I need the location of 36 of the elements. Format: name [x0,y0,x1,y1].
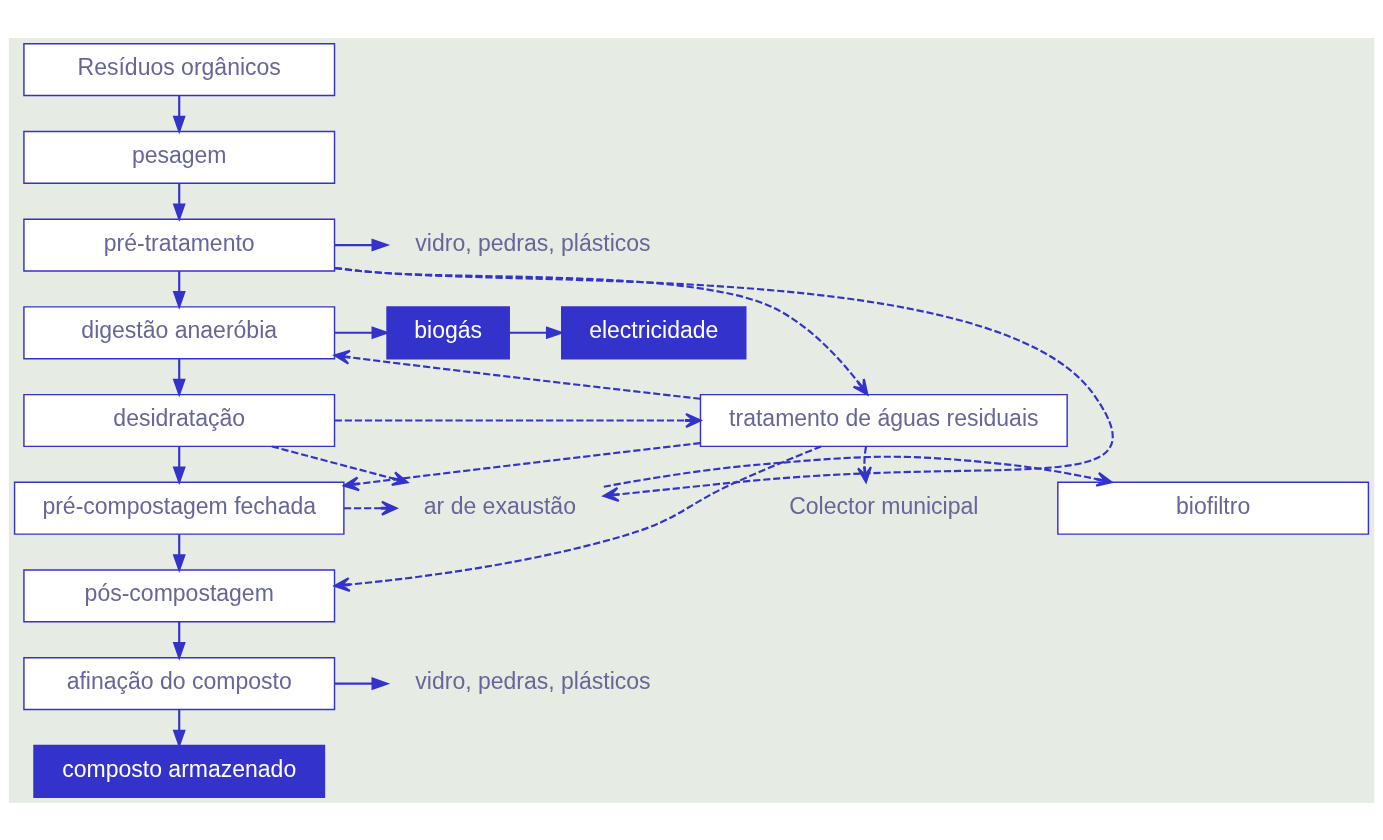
arrow [603,455,1113,488]
node-box: electricidade [561,305,747,359]
node-box: Resíduos orgânicos [23,42,336,96]
node-box: afinação do composto [23,656,336,710]
node-box: pré-compostagem fechada [13,481,345,535]
node-box: digestão anaeróbia [23,305,336,359]
node-text: vidro, pedras, plásticos [415,667,651,694]
arrow [172,358,186,398]
arrow [172,533,186,573]
arrow [172,95,186,134]
arrow [172,182,186,222]
node-box: biofiltro [1057,481,1370,535]
node-text: vidro, pedras, plásticos [415,229,651,256]
arrow [334,266,869,395]
arrow [856,445,872,483]
arrow [333,444,822,592]
node-text: ar de exaustão [423,492,576,519]
node-box: biogás [386,305,510,359]
node-box: pré-tratamento [23,217,336,272]
node-box: pesagem [23,130,336,184]
arrow [334,238,391,252]
arrow [334,266,1114,502]
arrow [334,412,702,428]
arrow [172,709,186,748]
arrow [333,349,701,400]
arrow [172,446,186,485]
arrow [172,270,186,310]
node-box: composto armazenado [33,744,326,798]
arrow [334,676,391,690]
node-box: desidratação [23,393,336,447]
arrow [343,500,398,516]
node-box: pós-compostagem [23,568,336,623]
node-box: tratamento de águas residuais [699,393,1068,447]
arrow [172,621,186,661]
node-text: Colector municipal [789,492,979,519]
arrow [342,441,701,491]
